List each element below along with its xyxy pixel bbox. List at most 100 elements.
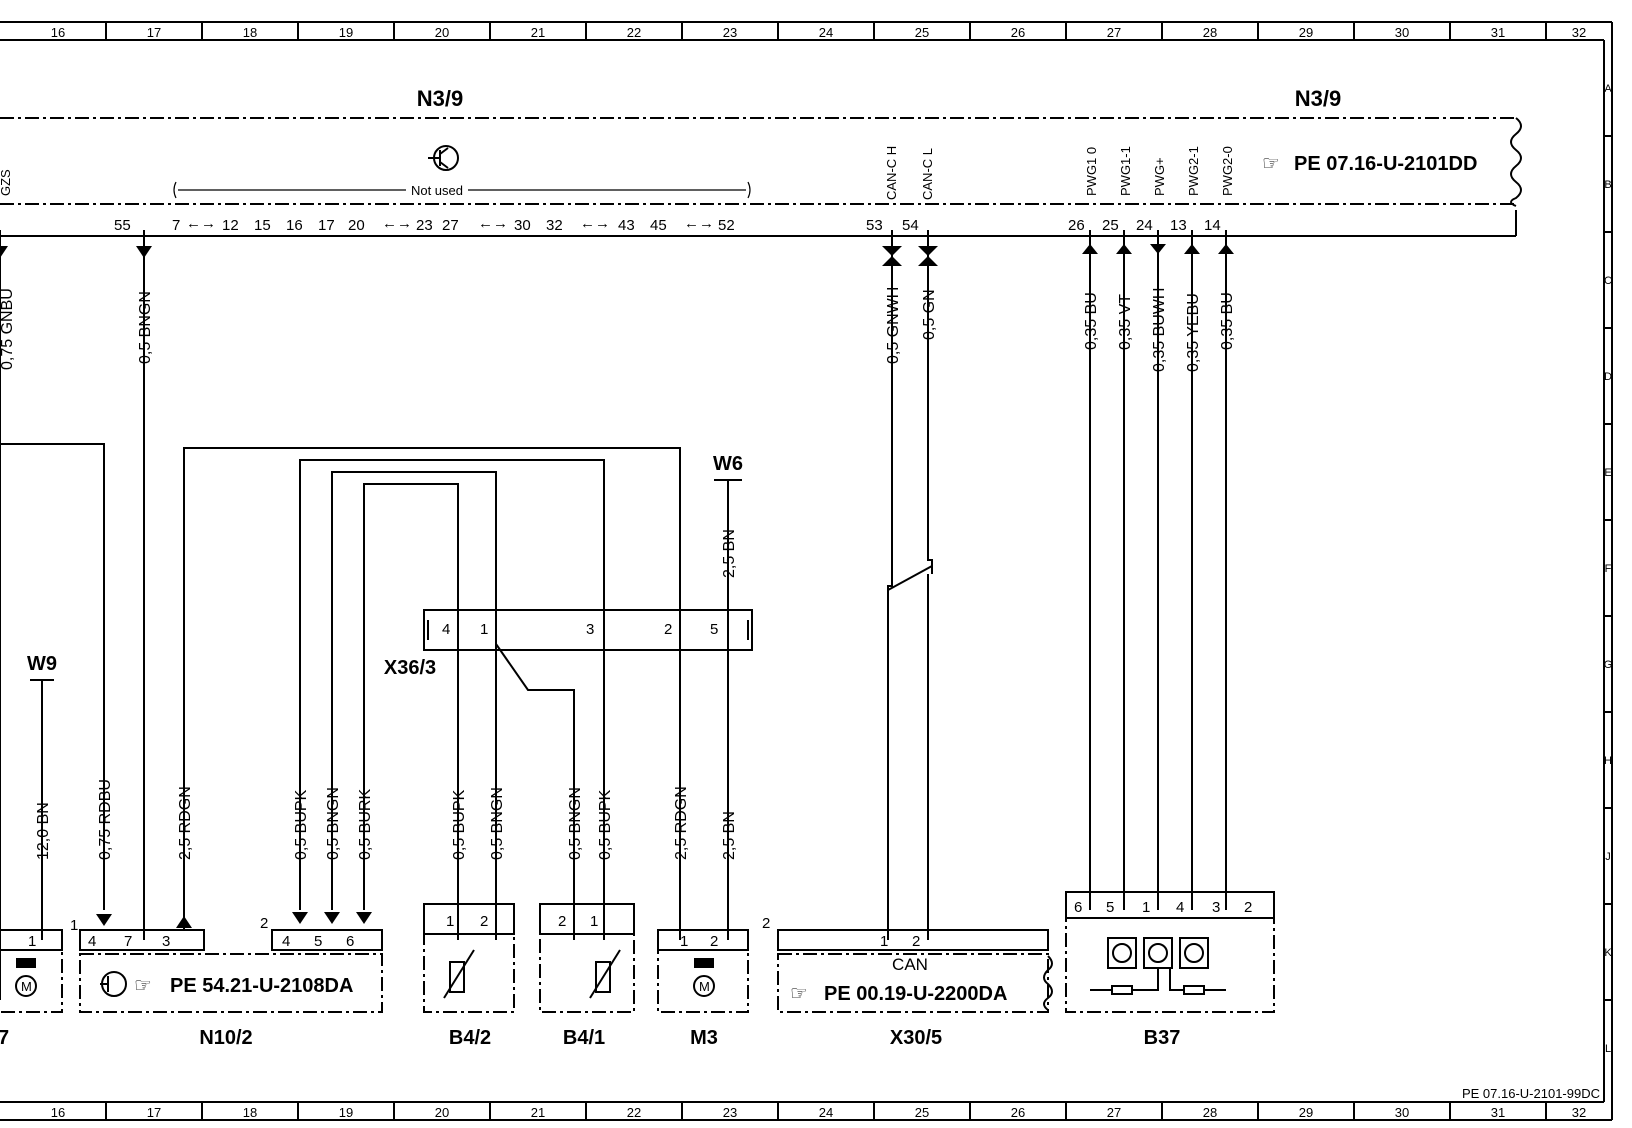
pin-label: 1: [70, 917, 78, 934]
module-title-left: N3/9: [417, 86, 463, 111]
column-number: 23: [723, 1105, 737, 1120]
pin-label: 7: [124, 933, 132, 950]
column-number: 17: [147, 1105, 161, 1120]
row-letter: K: [1604, 947, 1612, 959]
pin-label: 32: [546, 217, 563, 234]
can-h-label: CAN-C H: [884, 146, 899, 200]
pin-label: 2: [558, 913, 566, 930]
gap-icon: ←→: [684, 215, 714, 232]
component-name: X30/5: [890, 1027, 942, 1049]
wire-label: 0,35 YEBU: [1185, 293, 1202, 372]
gap-icon: ←→: [382, 215, 412, 232]
column-number: 29: [1299, 25, 1313, 40]
pin-label: 54: [902, 217, 919, 234]
wire-label: 2,5 RDGN: [177, 786, 194, 860]
wire-label: 2,5 BN: [721, 811, 738, 860]
column-number: 17: [147, 25, 161, 40]
wire-label: 2,5 RDGN: [673, 786, 690, 860]
wire-label: 0,5 BURK: [357, 789, 374, 860]
pwg-label: PWG+: [1152, 157, 1167, 196]
module-ref-text: PE 07.16-U-2101DD: [1294, 153, 1477, 175]
pin-label: 5: [314, 933, 322, 950]
column-number: 26: [1011, 25, 1025, 40]
transistor-icon: [428, 145, 459, 171]
pwg-label: PWG1 0: [1084, 147, 1099, 196]
ground-w9-label: W9: [27, 653, 57, 675]
pin-label: 1: [1142, 899, 1150, 916]
pin-label: 1: [446, 913, 454, 930]
component-name: B4/1: [563, 1027, 605, 1049]
pin-label: 4: [282, 933, 290, 950]
column-number: 32: [1572, 1105, 1586, 1120]
column-number: 27: [1107, 25, 1121, 40]
not-used-label: Not used: [411, 183, 463, 198]
column-number: 21: [531, 25, 545, 40]
column-number: 27: [1107, 1105, 1121, 1120]
pin-label: 1: [480, 621, 488, 638]
row-letter: E: [1604, 467, 1611, 479]
column-number: 28: [1203, 1105, 1217, 1120]
wire-label: 0,35 BU: [1219, 292, 1236, 350]
pin-label: 2: [710, 933, 718, 950]
component-name: B37: [1144, 1027, 1181, 1049]
pin-label: 1: [880, 933, 888, 950]
row-letter: L: [1605, 1043, 1611, 1055]
wire-label: 0,5 BUPK: [597, 789, 614, 860]
wire-label: 0,5 GN: [921, 289, 938, 340]
pin-label: 26: [1068, 217, 1085, 234]
can-l-label: CAN-C L: [920, 148, 935, 200]
wire-label: 0,5 BNGN: [489, 787, 506, 860]
pin-label: 4: [1176, 899, 1184, 916]
pin-label: 53: [866, 217, 883, 234]
pin-label: 6: [1074, 899, 1082, 916]
pin-label: 16: [286, 217, 303, 234]
column-number: 18: [243, 25, 257, 40]
pin-label: 17: [318, 217, 335, 234]
pin-label: 7: [172, 217, 180, 234]
column-number: 25: [915, 1105, 929, 1120]
component-b37: 6 5 1 4 3 2 B37: [1065, 891, 1275, 1049]
gap-icon: ←→: [580, 215, 610, 232]
wire-label: 0,5 BNGN: [567, 787, 584, 860]
pin-label: 52: [718, 217, 735, 234]
component-x30-5[interactable]: 2 1 2 CAN ☞ PE 00.19-U-2200DA X30/5: [762, 915, 1053, 1049]
motor-icon: M: [21, 979, 32, 994]
column-number: 19: [339, 1105, 353, 1120]
pin-label: 55: [114, 217, 131, 234]
row-letter: H: [1604, 755, 1612, 767]
column-number: 26: [1011, 1105, 1025, 1120]
column-number: 18: [243, 1105, 257, 1120]
wire-label: 0,75 GNBU: [0, 288, 16, 370]
hand-pointer-icon: ☞: [790, 983, 808, 1005]
column-number: 22: [627, 1105, 641, 1120]
component-n10-2[interactable]: 1 4 7 3 2 4 5 6 ☞ PE 54.21-U-2108DA N10/…: [70, 915, 383, 1049]
column-number: 24: [819, 1105, 833, 1120]
can-label: CAN: [892, 955, 928, 974]
pwg-label: PWG2-1: [1186, 146, 1201, 196]
pin-label: 45: [650, 217, 667, 234]
module-reference[interactable]: ☞ PE 07.16-U-2101DD: [1262, 153, 1477, 175]
pin-label: 3: [162, 933, 170, 950]
pin-label: 5: [1106, 899, 1114, 916]
row-letter: C: [1604, 275, 1612, 287]
column-number: 31: [1491, 1105, 1505, 1120]
document-id: PE 07.16-U-2101-99DC: [1462, 1086, 1600, 1101]
wire-label: 0,35 BU: [1083, 292, 1100, 350]
pin-label: 2: [260, 915, 268, 932]
transistor-icon: [100, 971, 127, 997]
pin-label: 2: [912, 933, 920, 950]
component-b4-2: 1 2 B4/2: [423, 903, 515, 1049]
pin-label: 1: [590, 913, 598, 930]
wire-label: 0,5 BNGN: [325, 787, 342, 860]
pin-label: 12: [222, 217, 239, 234]
pin-label: 4: [88, 933, 96, 950]
component-m3: 1 2 M M3: [657, 929, 749, 1049]
hand-pointer-icon: ☞: [1262, 153, 1280, 175]
pin-label: 6: [346, 933, 354, 950]
column-number: 31: [1491, 25, 1505, 40]
pin-label: 15: [254, 217, 271, 234]
component-ref-text: PE 00.19-U-2200DA: [824, 983, 1007, 1005]
